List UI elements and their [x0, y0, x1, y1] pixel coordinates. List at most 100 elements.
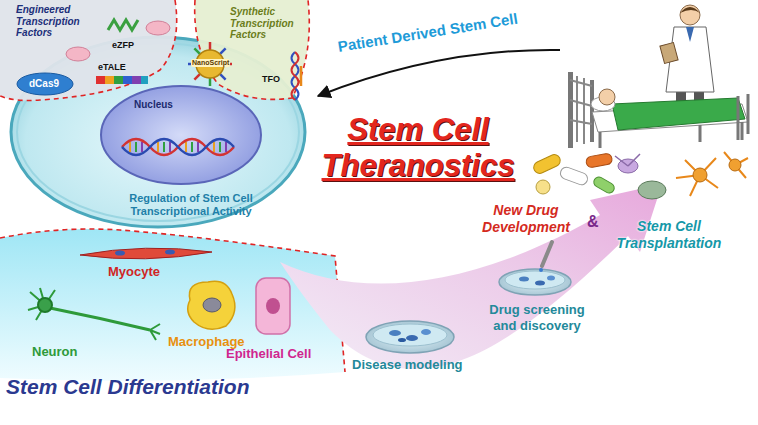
drawing-part	[729, 159, 741, 171]
drawing-part	[724, 152, 748, 178]
factor-label: eTALE	[98, 62, 126, 73]
drawing-part	[194, 74, 200, 80]
outcome-label: New Drug Development	[470, 202, 582, 236]
nucleus: Nucleus	[100, 85, 262, 185]
drawing-part	[266, 298, 280, 314]
drawing-part	[225, 142, 227, 152]
drawing-part	[146, 21, 170, 35]
drawing-part	[194, 48, 200, 54]
drawing-part	[105, 76, 114, 84]
drawing-part	[141, 76, 148, 84]
section-heading: Stem Cell Differentiation	[6, 374, 250, 399]
drawing-part	[220, 74, 226, 80]
drawing-part	[122, 139, 234, 155]
drawing-part	[209, 42, 212, 50]
workflow-arrow	[280, 184, 662, 369]
drawing-part	[96, 76, 105, 84]
macrophage-figure	[188, 281, 235, 329]
drawing-part	[638, 181, 666, 199]
drawing-part	[256, 278, 290, 334]
drawing-part	[0, 229, 345, 372]
drawing-part	[17, 73, 73, 95]
drawing-part	[519, 277, 529, 282]
bed-figure	[568, 72, 748, 148]
drawing-part	[738, 94, 748, 140]
drawing-part	[547, 276, 555, 281]
drawing-part	[592, 175, 616, 195]
drawing-part	[0, 229, 345, 381]
drawing-part	[0, 0, 177, 101]
drawing-part	[195, 0, 310, 99]
synthetic-inset	[188, 0, 309, 100]
drawing-part	[115, 251, 125, 256]
drawing-part	[535, 281, 545, 286]
drawing-part	[542, 242, 552, 266]
drawing-part	[165, 250, 175, 255]
drawing-part	[599, 89, 615, 105]
drawing-part	[209, 78, 212, 86]
drawing-part	[157, 142, 159, 152]
drawing-part	[539, 268, 543, 272]
drawing-part	[203, 298, 221, 312]
drawing-part	[680, 7, 700, 13]
drawing-part	[600, 122, 742, 148]
drawing-part	[585, 153, 613, 168]
doctor-figure	[660, 5, 714, 108]
drawing-part	[28, 288, 55, 320]
drawing-part	[406, 335, 418, 341]
drawing-part	[108, 20, 138, 30]
outcome-label: Stem Cell Transplantation	[604, 218, 734, 252]
drawing-part	[122, 139, 234, 155]
drawing-part	[101, 86, 261, 184]
drawing-part	[590, 80, 594, 142]
drawing-part	[612, 98, 745, 130]
drawing-part	[292, 52, 299, 100]
drawing-part	[559, 166, 589, 187]
drawing-part	[169, 142, 171, 152]
epithelial-figure	[256, 278, 290, 334]
cell-type-label: Myocyte	[108, 264, 160, 280]
engineered-inset	[0, 0, 177, 101]
cell-type-label: Epithelial Cell	[226, 346, 311, 362]
cell-type-label: Neuron	[32, 344, 78, 360]
drawing-part	[660, 42, 678, 63]
factor-label: eZFP	[112, 40, 134, 51]
factor-label: NanoScript	[191, 59, 230, 67]
arrow-label: Patient Derived Stem Cell	[337, 10, 519, 56]
drawing-part	[163, 142, 165, 152]
factor-label: TFO	[262, 74, 280, 85]
drawing-part	[129, 142, 131, 152]
drawing-part	[80, 248, 212, 259]
transplant-cells	[615, 152, 748, 199]
drawing-part	[188, 42, 232, 86]
drawing-part	[532, 153, 562, 176]
cell-caption: Regulation of Stem Cell Transcriptional …	[106, 192, 276, 218]
drawing-part	[135, 142, 137, 152]
drawing-part	[114, 76, 123, 84]
drawing-part	[398, 338, 406, 342]
drawing-part	[66, 47, 90, 61]
drawing-part	[615, 154, 640, 166]
drawing-part	[536, 180, 550, 194]
drawing-part	[676, 158, 718, 196]
drawing-part	[197, 142, 199, 152]
drawing-part	[213, 142, 215, 152]
drawing-part	[686, 27, 694, 42]
drawing-part	[150, 324, 160, 340]
drawing-part	[123, 76, 132, 84]
inset-heading: Synthetic Transcription Factors	[230, 6, 304, 41]
drawing-part	[188, 281, 235, 329]
connector-symbol: &	[587, 212, 599, 231]
pill-group	[532, 153, 616, 195]
drawing-part	[38, 298, 52, 312]
differentiation-panel	[0, 229, 345, 381]
drawing-part	[568, 72, 573, 148]
factor-label: dCas9	[29, 78, 59, 90]
nucleus-outline	[100, 85, 262, 185]
drawing-part	[373, 324, 447, 346]
patient-arrow	[318, 50, 560, 96]
drawing-part	[505, 271, 565, 289]
drawing-part	[0, 0, 177, 101]
